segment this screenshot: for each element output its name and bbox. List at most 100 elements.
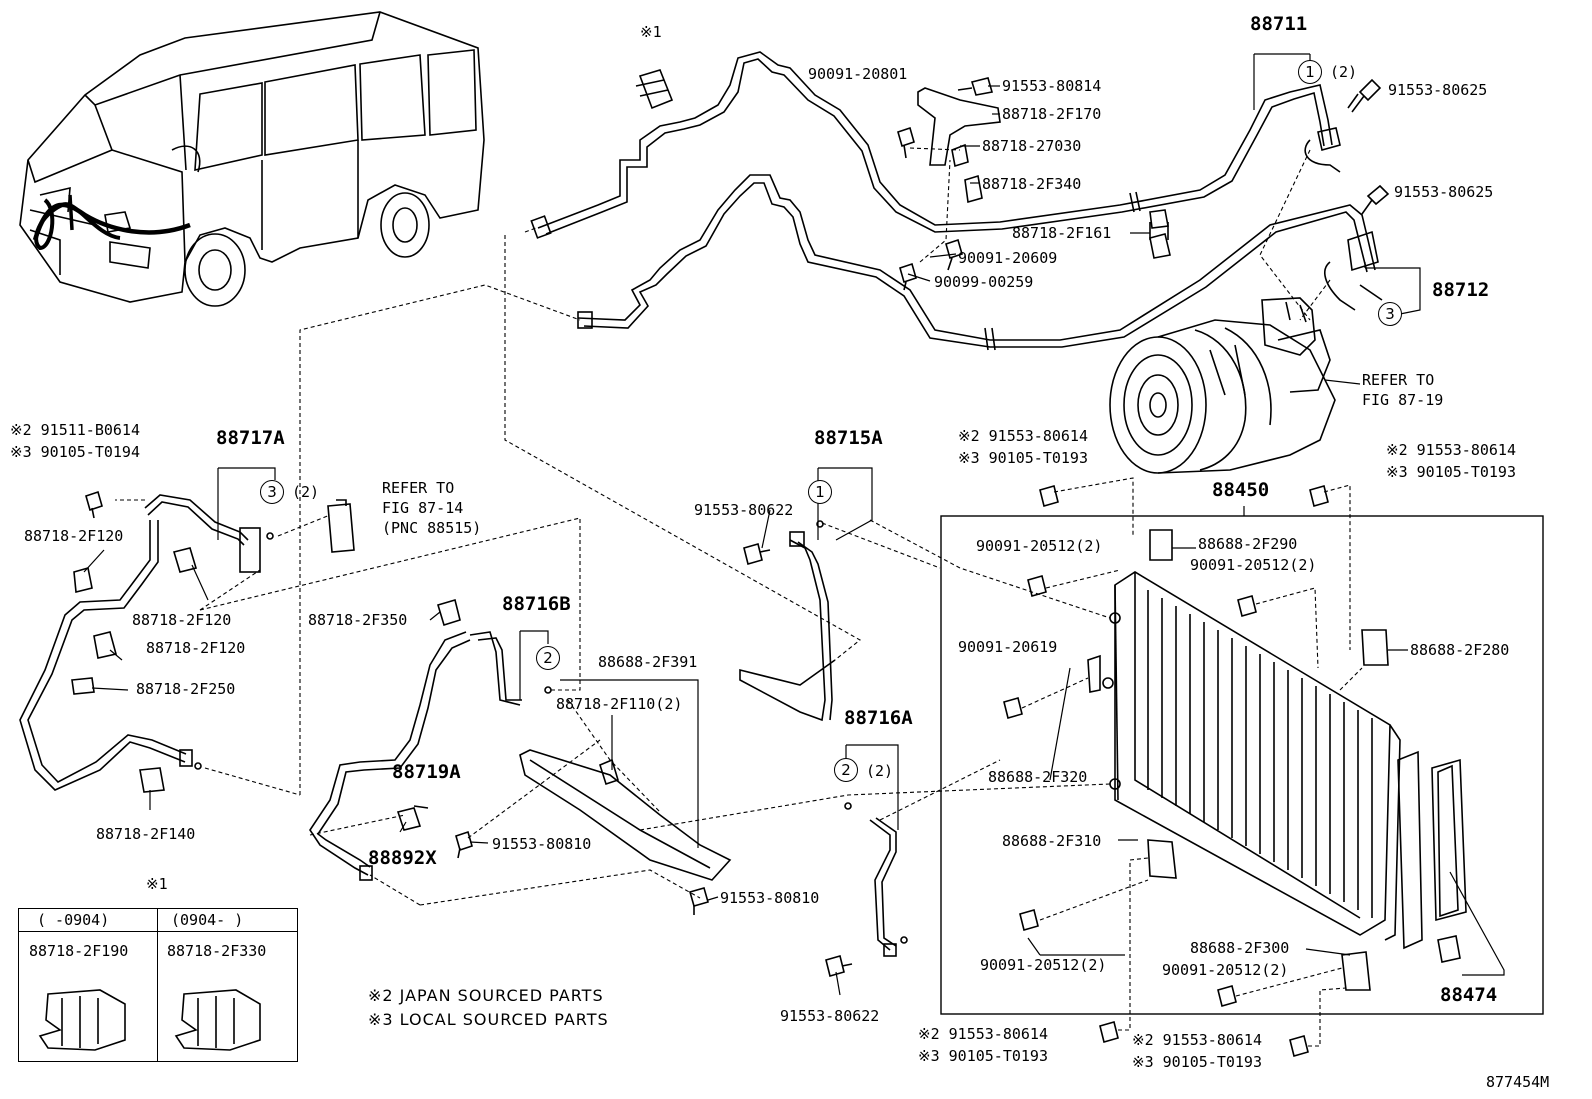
label-90099-00259: 90099-00259 xyxy=(934,273,1034,291)
label-88688-2F310: 88688-2F310 xyxy=(1002,832,1102,850)
table-header-row xyxy=(19,909,297,932)
label-90091-20512-b: 90091-20512(2) xyxy=(1190,556,1317,574)
label-91553-80814: 91553-80814 xyxy=(1002,77,1102,95)
note-local-sourced: ※3 LOCAL SOURCED PARTS xyxy=(368,1010,609,1029)
label-refer-87-19-line2: FIG 87-19 xyxy=(1362,391,1444,409)
condenser-bolts xyxy=(1003,485,1329,1057)
label-right-japan-bolt: ※2 91553-80614 xyxy=(1386,441,1516,459)
label-88718-2F350: 88718-2F350 xyxy=(308,611,408,629)
table-col1-header: ( -0904) xyxy=(37,911,110,929)
label-callout-3-qty: (2) xyxy=(292,483,320,501)
label-91553-80625-b: 91553-80625 xyxy=(1394,183,1494,201)
label-91553-80625-a: 91553-80625 xyxy=(1388,81,1488,99)
label-88712: 88712 xyxy=(1432,279,1490,301)
callout-3-right: 3 xyxy=(1378,302,1402,326)
label-91553-80622-b: 91553-80622 xyxy=(780,1007,880,1025)
callout-1-top: 1 xyxy=(1298,60,1322,84)
callout-3-left: 3 xyxy=(260,480,284,504)
label-condenser-local-bolt: ※3 90105-T0193 xyxy=(958,449,1088,467)
label-88688-2F391: 88688-2F391 xyxy=(598,653,698,671)
label-refer-87-14-line2: FIG 87-14 xyxy=(382,499,464,517)
label-88711: 88711 xyxy=(1250,13,1308,35)
label-refer-87-14-line3: (PNC 88515) xyxy=(382,519,482,537)
label-88450: 88450 xyxy=(1212,479,1270,501)
label-bottom-local-bolt-b: ※3 90105-T0193 xyxy=(1132,1053,1262,1071)
dashed-lines xyxy=(115,147,1363,1047)
condenser-brackets xyxy=(1087,529,1389,991)
label-bottom-japan-bolt-b: ※2 91553-80614 xyxy=(1132,1031,1262,1049)
label-88688-2F320: 88688-2F320 xyxy=(988,768,1088,786)
fittings-88712 xyxy=(1304,127,1383,311)
clamps-left xyxy=(71,490,198,793)
pipe-88712 xyxy=(577,174,1376,351)
label-88892X: 88892X xyxy=(368,847,437,869)
callout-1-mid: 1 xyxy=(808,480,832,504)
table-col2-part: 88718-2F330 xyxy=(167,942,267,960)
condenser xyxy=(1102,571,1423,950)
label-88717A: 88717A xyxy=(216,427,285,449)
label-90091-20619: 90091-20619 xyxy=(958,638,1058,656)
label-88688-2F290: 88688-2F290 xyxy=(1198,535,1298,553)
label-90091-20801: 90091-20801 xyxy=(808,65,908,83)
bolt-icons-top xyxy=(897,77,1390,291)
label-condenser-japan-bolt: ※2 91553-80614 xyxy=(958,427,1088,445)
label-90091-20512-a: 90091-20512(2) xyxy=(976,537,1103,555)
condenser-frame xyxy=(940,515,1544,1015)
label-88718-27030: 88718-27030 xyxy=(982,137,1082,155)
clamps-middle xyxy=(396,598,709,915)
clip-drawings xyxy=(38,989,261,1051)
label-90091-20512-d: 90091-20512(2) xyxy=(1162,961,1289,979)
label-88718-2F170: 88718-2F170 xyxy=(1002,105,1102,123)
label-bottom-local-bolt-a: ※3 90105-T0193 xyxy=(918,1047,1048,1065)
label-88718-2F340: 88718-2F340 xyxy=(982,175,1082,193)
note-japan-sourced: ※2 JAPAN SOURCED PARTS xyxy=(368,986,604,1005)
figure-id: 877454M xyxy=(1486,1073,1550,1091)
label-91553-80810-b: 91553-80810 xyxy=(720,889,820,907)
label-88688-2F300: 88688-2F300 xyxy=(1190,939,1290,957)
label-88718-2F120-a: 88718-2F120 xyxy=(24,527,124,545)
label-refer-87-14-line1: REFER TO xyxy=(382,479,455,497)
pipe-88711 xyxy=(530,51,1333,239)
label-refer-87-19-line1: REFER TO xyxy=(1362,371,1435,389)
label-90091-20609: 90091-20609 xyxy=(958,249,1058,267)
table-col2-header: (0904- ) xyxy=(171,911,244,929)
label-bottom-japan-bolt-a: ※2 91553-80614 xyxy=(918,1025,1048,1043)
expansion-valve xyxy=(327,499,355,553)
label-88718-2F110: 88718-2F110(2) xyxy=(556,695,683,713)
leader-lines xyxy=(83,53,1505,996)
bolts-middle xyxy=(743,543,853,977)
label-88718-2F161: 88718-2F161 xyxy=(1012,224,1112,242)
label-callout-2-qty: (2) xyxy=(866,762,894,780)
label-88718-2F250: 88718-2F250 xyxy=(136,680,236,698)
pipe-88715A xyxy=(739,520,836,722)
label-88718-2F120-b: 88718-2F120 xyxy=(132,611,232,629)
table-divider xyxy=(157,909,158,1061)
label-left-japan-bolt: ※2 91511-B0614 xyxy=(10,421,140,439)
label-91553-80622-a: 91553-80622 xyxy=(694,501,794,519)
pipe-88716B xyxy=(309,631,552,881)
pipe-88717A xyxy=(19,494,274,791)
label-88715A: 88715A xyxy=(814,427,883,449)
pipe-88716A xyxy=(844,802,908,957)
receiver-88474 xyxy=(1431,758,1467,963)
label-90091-20512-c: 90091-20512(2) xyxy=(980,956,1107,974)
table-title: ※1 xyxy=(146,875,168,893)
label-88716B: 88716B xyxy=(502,593,571,615)
label-88474: 88474 xyxy=(1440,984,1498,1006)
label-88718-2F140: 88718-2F140 xyxy=(96,825,196,843)
table-col1-part: 88718-2F190 xyxy=(29,942,129,960)
van-illustration xyxy=(19,11,485,307)
label-right-local-bolt: ※3 90105-T0193 xyxy=(1386,463,1516,481)
label-88716A: 88716A xyxy=(844,707,913,729)
label-callout-1-qty: (2) xyxy=(1330,63,1358,81)
label-note-1-top: ※1 xyxy=(640,23,662,41)
clip-variant-table: ( -0904) (0904- ) 88718-2F190 88718-2F33… xyxy=(18,908,298,1062)
label-left-local-bolt: ※3 90105-T0194 xyxy=(10,443,140,461)
label-91553-80810-a: 91553-80810 xyxy=(492,835,592,853)
label-88718-2F120-c: 88718-2F120 xyxy=(146,639,246,657)
label-88719A: 88719A xyxy=(392,761,461,783)
callout-2-right: 2 xyxy=(834,758,858,782)
callout-2-mid: 2 xyxy=(536,646,560,670)
